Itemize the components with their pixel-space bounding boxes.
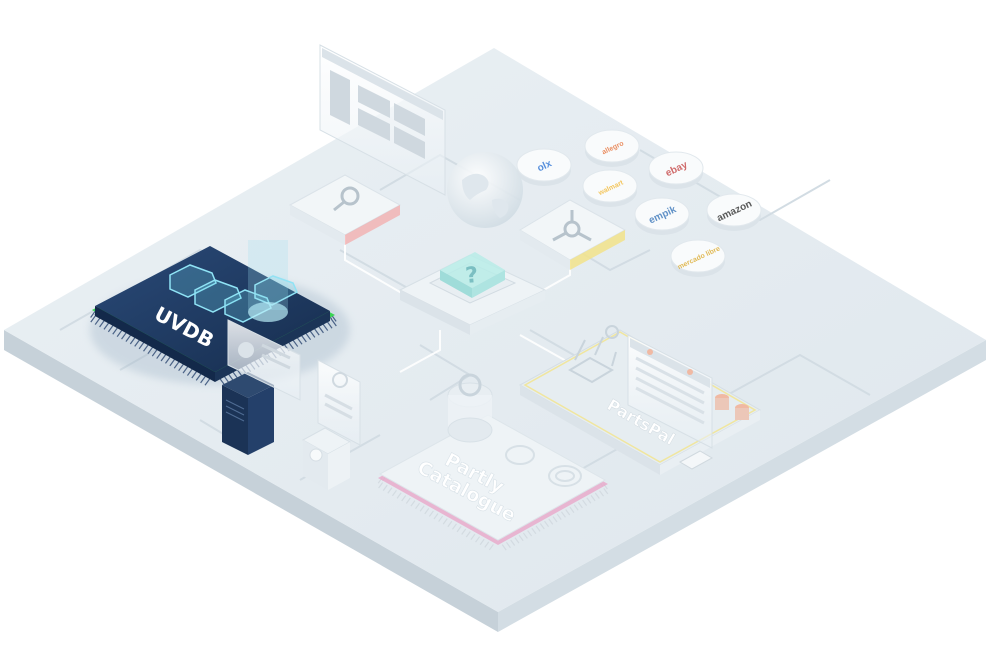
search-icon [333, 186, 360, 212]
search-node[interactable] [288, 174, 402, 245]
parts-icon [447, 373, 493, 443]
mercado-libre-logo-icon: mercado libre [670, 239, 726, 277]
port-icon [678, 450, 714, 470]
table-window-panel [627, 334, 713, 449]
wheel-icon [505, 445, 582, 487]
amazon-logo-icon: amazon [706, 193, 762, 231]
stand-device [301, 427, 352, 490]
allegro-logo-icon: allegro [584, 129, 640, 167]
capacitor-icons [715, 394, 749, 420]
engine-icon [567, 325, 619, 384]
empik-logo-icon: empik [634, 197, 690, 235]
ebay-logo-icon: ebay [648, 151, 704, 189]
platform-board [4, 48, 986, 632]
browser-window-panel [319, 44, 446, 196]
document-card [317, 359, 361, 446]
catalogue-chip[interactable]: Partly Catalogue [377, 414, 609, 551]
vehicle-info-card [227, 319, 301, 401]
network-hub-icon [552, 210, 592, 242]
network-hub-node[interactable] [519, 199, 627, 270]
vehicle-icons [169, 264, 298, 323]
central-chip[interactable]: ? [398, 252, 547, 335]
walmart-logo-icon: walmart [582, 169, 638, 207]
question-icon: ? [464, 263, 479, 289]
globe-icon [447, 152, 523, 228]
server-box [222, 372, 274, 455]
olx-logo-icon: olx [516, 148, 572, 186]
